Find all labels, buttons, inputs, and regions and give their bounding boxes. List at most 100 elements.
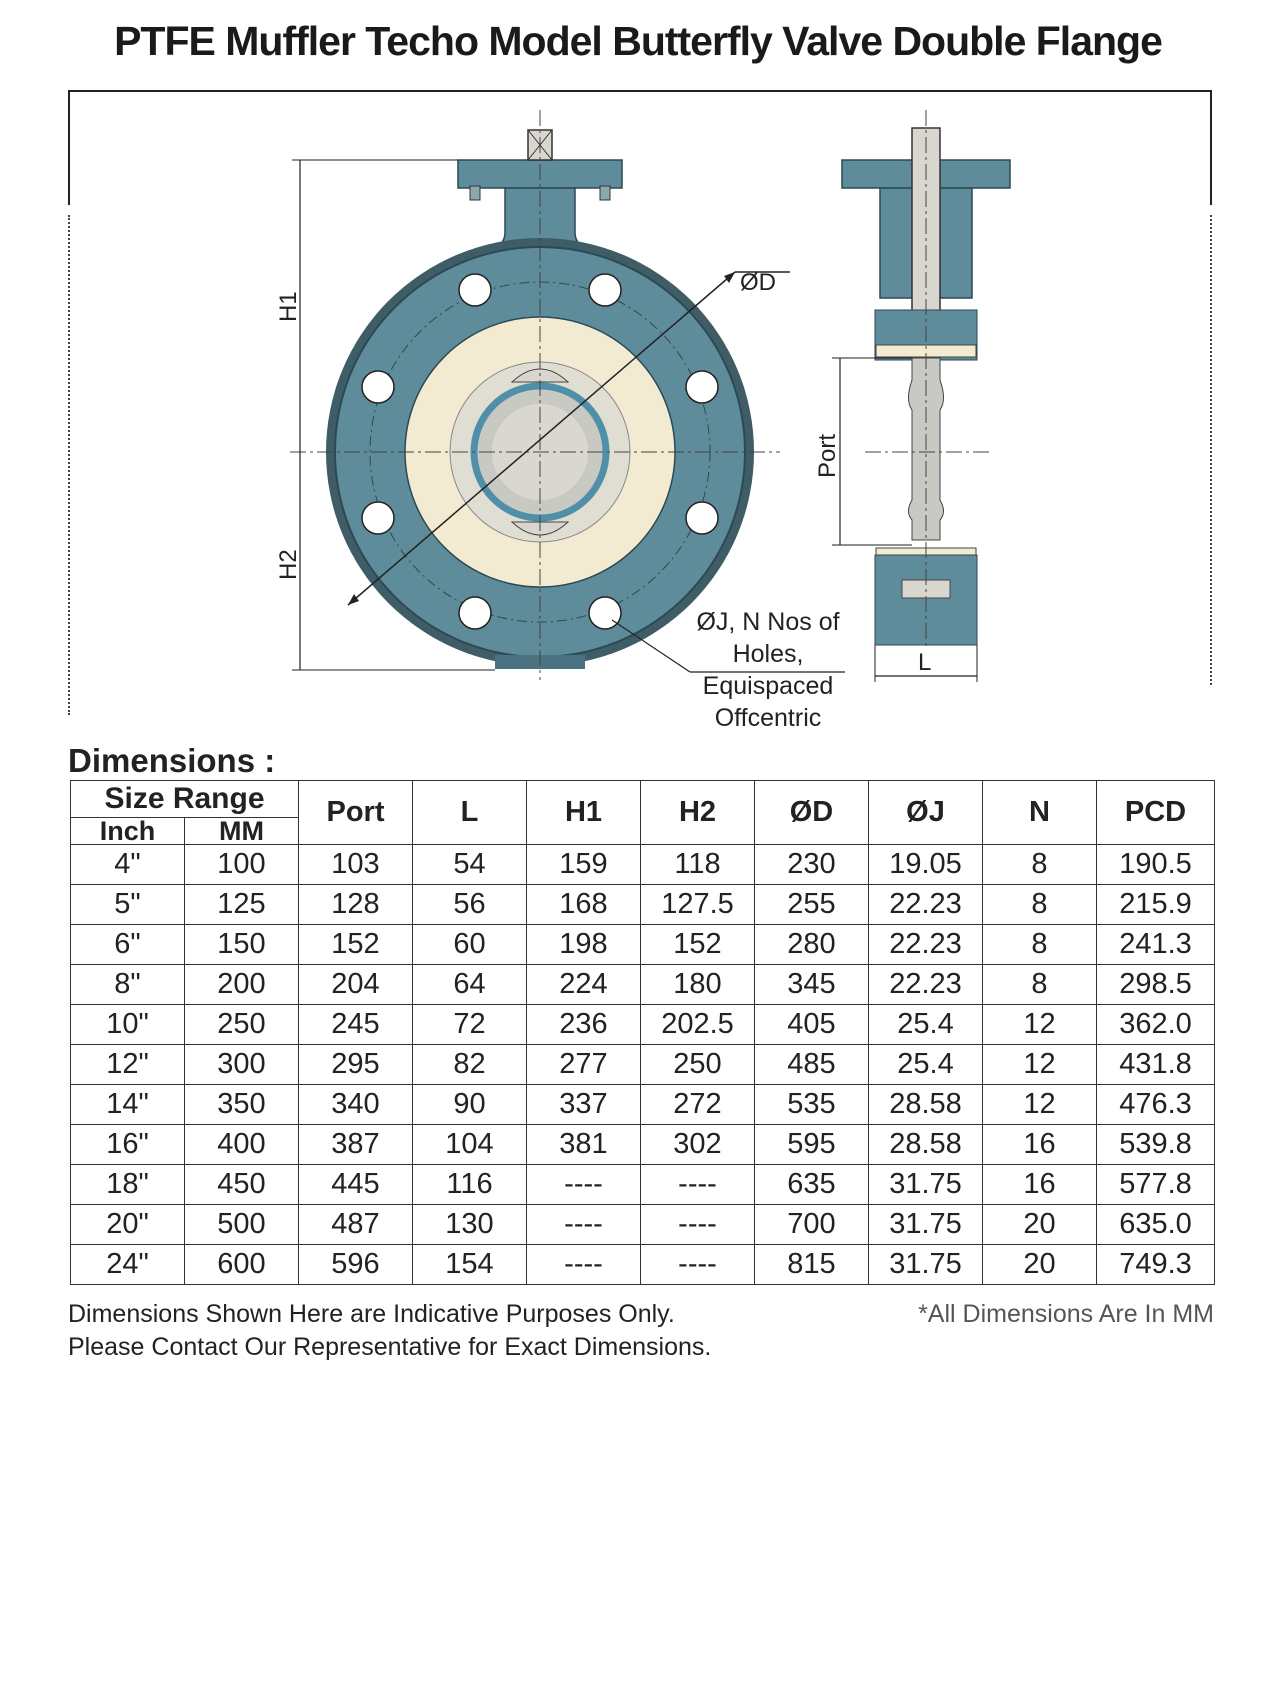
table-cell: 24": [70, 1244, 185, 1285]
table-cell: 19.05: [868, 844, 983, 885]
table-cell: 25.4: [868, 1004, 983, 1045]
table-cell: 431.8: [1096, 1044, 1215, 1085]
table-cell: 8: [982, 964, 1097, 1005]
port-label: Port: [814, 434, 841, 478]
table-cell: 487: [298, 1204, 413, 1245]
table-cell: 535: [754, 1084, 869, 1125]
header-mm: MM: [184, 817, 299, 845]
table-cell: 28.58: [868, 1124, 983, 1165]
frame-border-right: [1210, 90, 1212, 205]
table-cell: 400: [184, 1124, 299, 1165]
table-cell: 12: [982, 1084, 1097, 1125]
table-cell: 202.5: [640, 1004, 755, 1045]
table-cell: 272: [640, 1084, 755, 1125]
table-cell: 577.8: [1096, 1164, 1215, 1205]
header-port: Port: [298, 780, 413, 845]
table-cell: 337: [526, 1084, 641, 1125]
l-label: L: [918, 649, 931, 676]
table-cell: 20": [70, 1204, 185, 1245]
table-cell: 4": [70, 844, 185, 885]
table-cell: 198: [526, 924, 641, 965]
holes-note-line: ØJ, N Nos of: [696, 608, 840, 636]
table-cell: 345: [754, 964, 869, 1005]
table-cell: 215.9: [1096, 884, 1215, 925]
table-cell: 28.58: [868, 1084, 983, 1125]
disclaimer-line-1: Dimensions Shown Here are Indicative Pur…: [68, 1300, 675, 1328]
table-cell: 10": [70, 1004, 185, 1045]
table-cell: 22.23: [868, 964, 983, 1005]
table-cell: 635.0: [1096, 1204, 1215, 1245]
bolt-head: [599, 185, 611, 201]
holes-note-line: Equispaced: [702, 672, 834, 700]
od-leader-line: [347, 271, 736, 606]
table-cell: 8: [982, 884, 1097, 925]
table-cell: 362.0: [1096, 1004, 1215, 1045]
bolt-holes: [361, 273, 719, 630]
units-note: *All Dimensions Are In MM: [918, 1300, 1214, 1328]
table-cell: 387: [298, 1124, 413, 1165]
table-subheader-row: Inch MM: [70, 817, 1215, 845]
disclaimer-line-2: Please Contact Our Representative for Ex…: [68, 1333, 712, 1361]
table-cell: 16": [70, 1124, 185, 1165]
table-cell: 128: [298, 884, 413, 925]
od-arrow: [348, 594, 359, 605]
dimensions-table: Size Range Port L H1 H2 ØD ØJ N PCD Inch…: [70, 780, 1215, 1285]
table-cell: 300: [184, 1044, 299, 1085]
table-cell: 152: [640, 924, 755, 965]
holes-note-line: Holes,: [732, 640, 804, 668]
table-cell: 190.5: [1096, 844, 1215, 885]
table-cell: 815: [754, 1244, 869, 1285]
page-title: PTFE Muffler Techo Model Butterfly Valve…: [114, 18, 1163, 64]
table-cell: 445: [298, 1164, 413, 1205]
holes-note: ØJ, N Nos of Holes, Equispaced Offcentri…: [668, 606, 868, 734]
table-cell: 168: [526, 884, 641, 925]
header-h1: H1: [526, 780, 641, 845]
table-cell: 103: [298, 844, 413, 885]
table-cell: ----: [640, 1204, 755, 1245]
table-cell: 280: [754, 924, 869, 965]
table-cell: 12": [70, 1044, 185, 1085]
table-cell: 405: [754, 1004, 869, 1045]
table-cell: 180: [640, 964, 755, 1005]
dimensions-heading: Dimensions :: [68, 742, 276, 779]
valve-drawing: ØD H1 H2 Port L: [275, 110, 1011, 682]
table-cell: 302: [640, 1124, 755, 1165]
table-cell: 22.23: [868, 924, 983, 965]
table-cell: ----: [640, 1164, 755, 1205]
table-cell: 127.5: [640, 884, 755, 925]
table-cell: 298.5: [1096, 964, 1215, 1005]
table-cell: 64: [412, 964, 527, 1005]
table-cell: 116: [412, 1164, 527, 1205]
frame-border-left: [68, 90, 70, 205]
table-cell: 539.8: [1096, 1124, 1215, 1165]
table-cell: 159: [526, 844, 641, 885]
table-cell: 250: [184, 1004, 299, 1045]
table-cell: 16: [982, 1124, 1097, 1165]
table-cell: ----: [526, 1164, 641, 1205]
header-oj: ØJ: [868, 780, 983, 845]
table-cell: 245: [298, 1004, 413, 1045]
table-cell: 31.75: [868, 1164, 983, 1205]
table-cell: 25.4: [868, 1044, 983, 1085]
frame-dotted-left: [68, 215, 70, 715]
header-pcd: PCD: [1096, 780, 1215, 845]
table-cell: 381: [526, 1124, 641, 1165]
table-cell: 204: [298, 964, 413, 1005]
od-arrow: [724, 272, 735, 283]
header-n: N: [982, 780, 1097, 845]
table-cell: 230: [754, 844, 869, 885]
table-cell: 255: [754, 884, 869, 925]
side-view: Port L: [814, 110, 1011, 682]
table-cell: 340: [298, 1084, 413, 1125]
table-cell: 31.75: [868, 1204, 983, 1245]
table-cell: 476.3: [1096, 1084, 1215, 1125]
table-header-row: Size Range Port L H1 H2 ØD ØJ N PCD: [70, 780, 1215, 845]
header-h2: H2: [640, 780, 755, 845]
header-l: L: [412, 780, 527, 845]
